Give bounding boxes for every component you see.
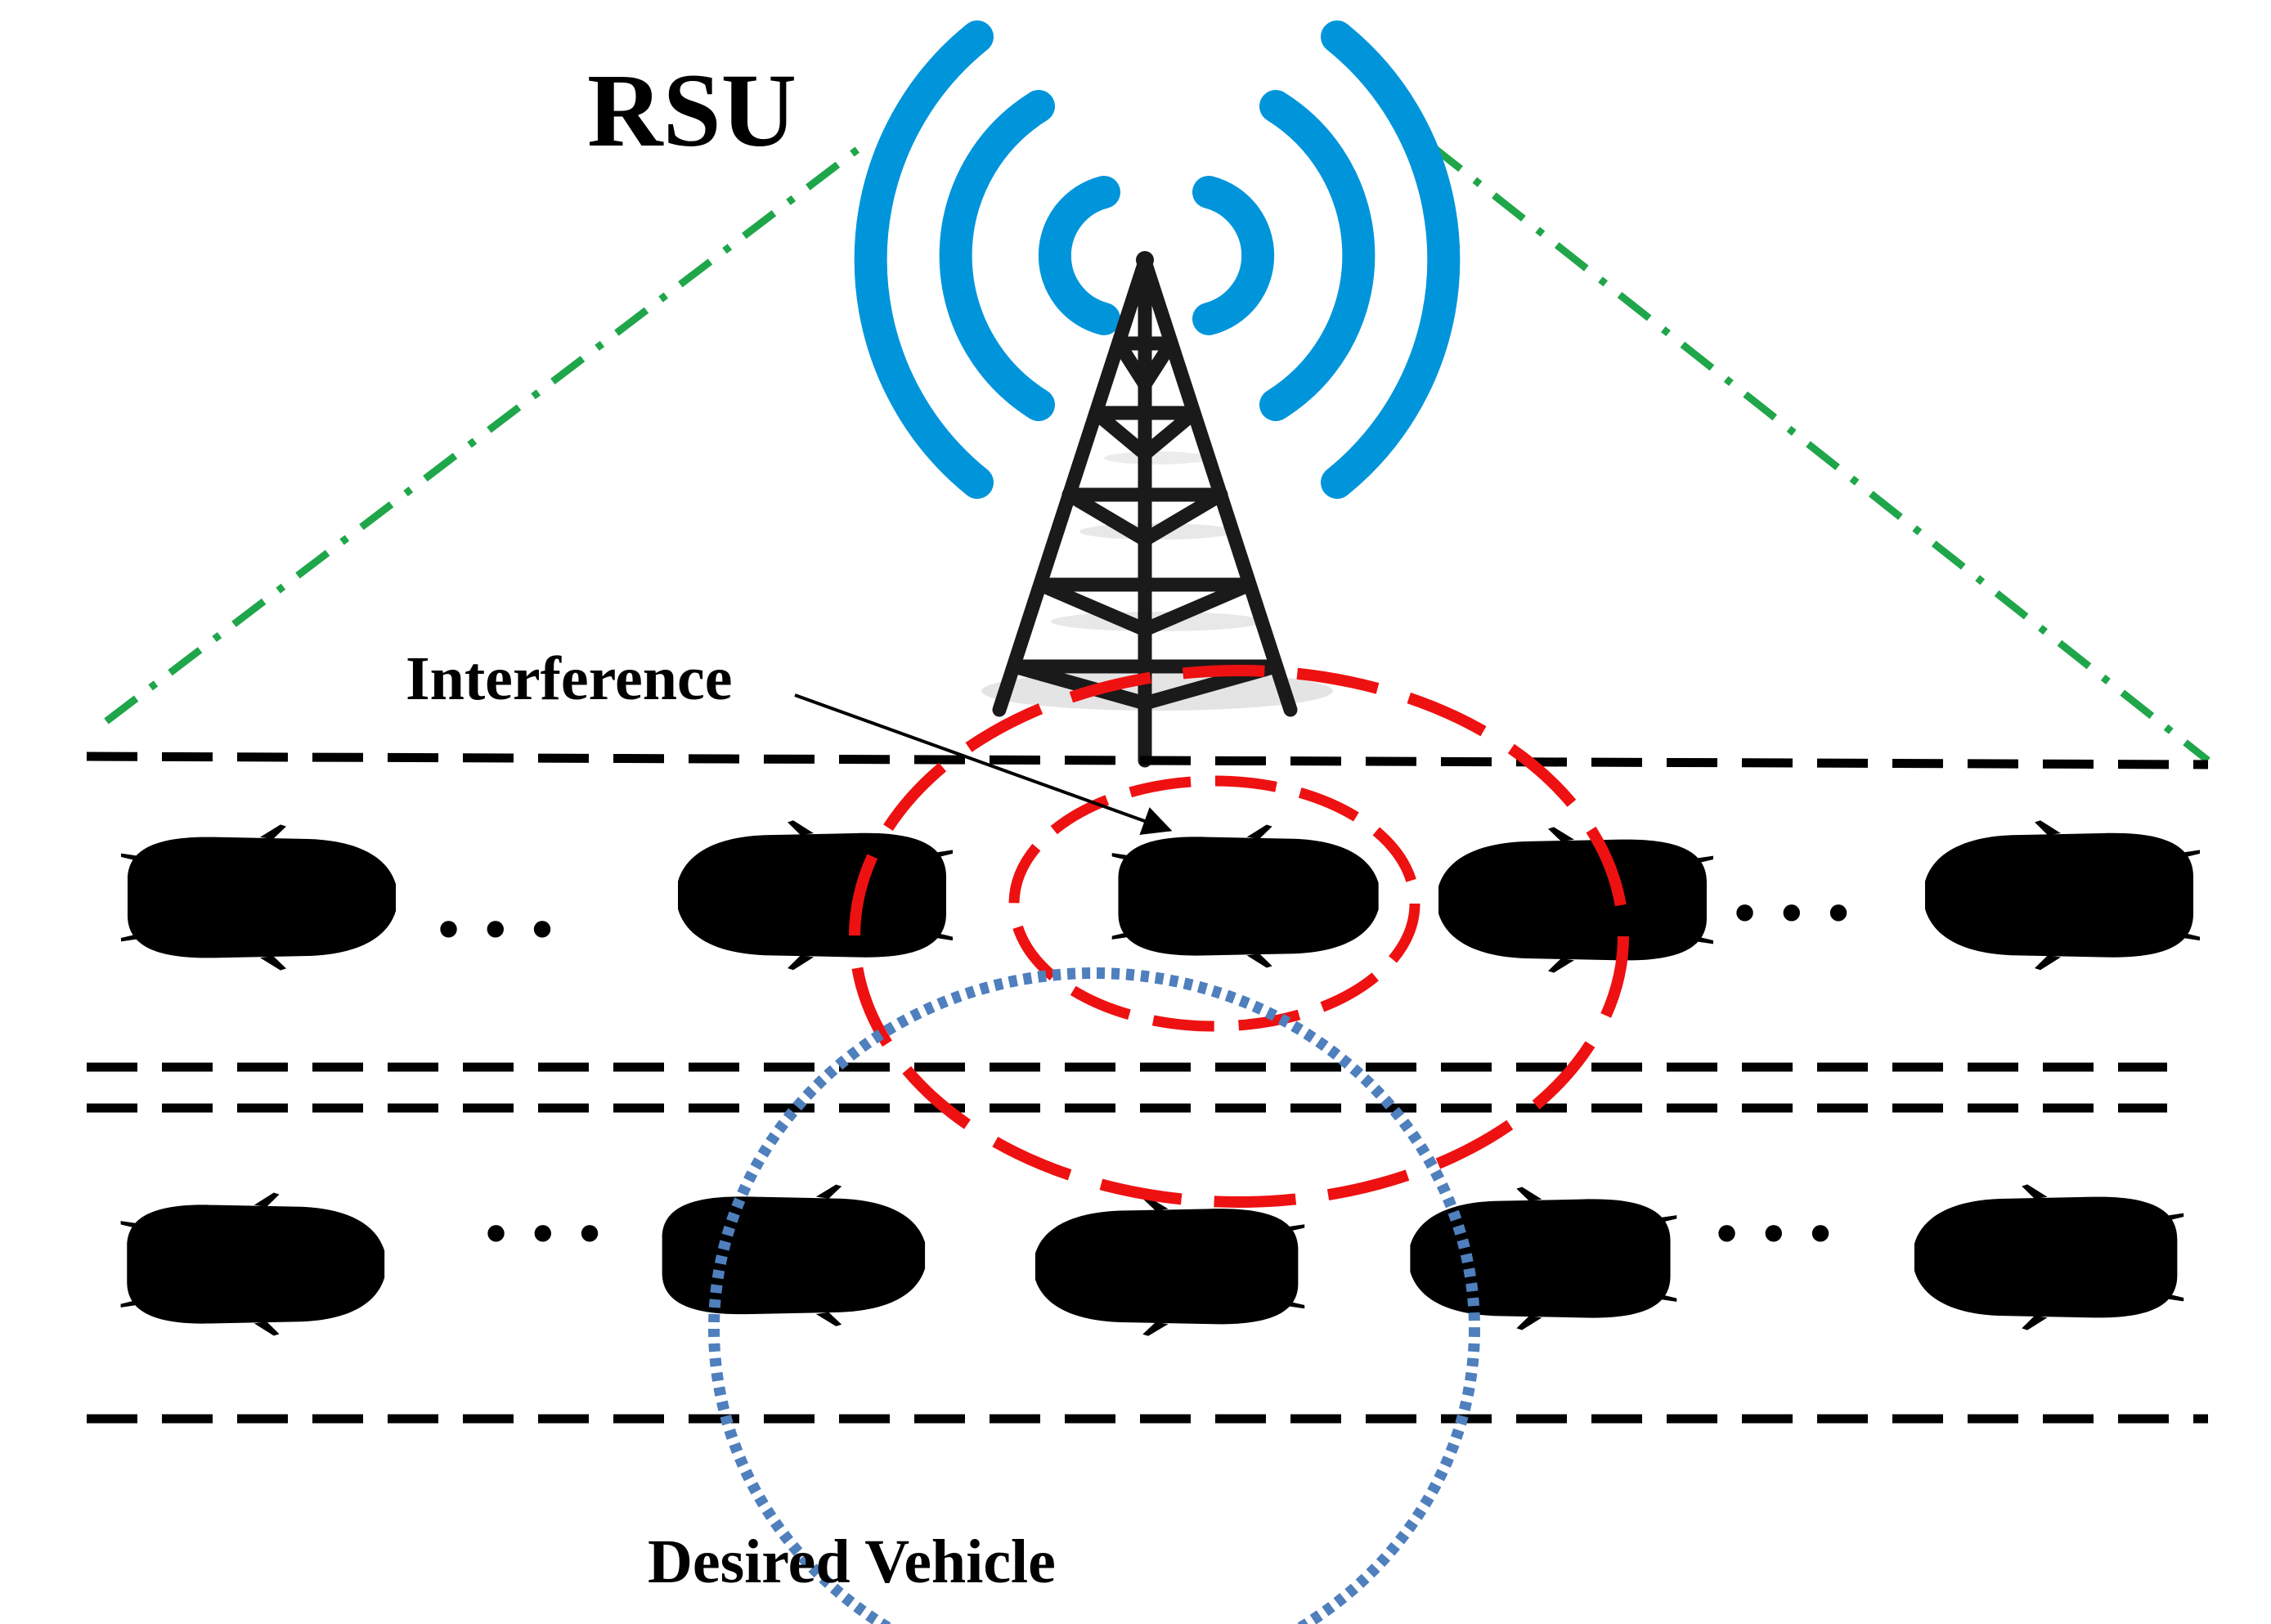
car-icon	[1111, 824, 1379, 968]
ellipsis-icon: • • •	[1712, 1207, 1836, 1263]
lower-lane: • • • • • •	[120, 1184, 2184, 1336]
car-icon	[1914, 1184, 2184, 1330]
car-icon	[1035, 1196, 1305, 1336]
car-icon	[1410, 1187, 1677, 1330]
lane-line-top	[86, 751, 2209, 769]
car-icon	[678, 820, 953, 971]
arrow-icon	[794, 693, 1173, 835]
desired-vehicle-label: Desired Vehicle	[648, 1528, 1056, 1596]
interference-ring-outer	[849, 665, 1629, 1208]
ellipsis-icon: • • •	[433, 903, 558, 958]
lane-markings	[86, 751, 2209, 1424]
upper-lane: • • • • • •	[121, 820, 2200, 973]
car-icon	[1925, 820, 2200, 971]
car-icon	[120, 1192, 385, 1336]
ellipsis-icon: • • •	[1730, 886, 1854, 942]
interference-ring-inner	[1008, 775, 1420, 1032]
coverage-line-right	[1429, 142, 2210, 764]
car-icon	[1438, 827, 1713, 973]
interference-zone	[849, 665, 1629, 1208]
coverage-boundary	[104, 142, 2210, 764]
coverage-line-left	[104, 142, 865, 725]
car-icon	[662, 1184, 926, 1326]
rsu-label: RSU	[587, 52, 797, 168]
tower-icon	[981, 251, 1333, 768]
interference-label: Interference	[406, 644, 732, 713]
desired-vehicle-zone	[708, 967, 1480, 1624]
car-icon	[121, 824, 396, 971]
signal-waves-icon	[854, 20, 1461, 499]
ellipsis-icon: • • •	[481, 1207, 605, 1263]
